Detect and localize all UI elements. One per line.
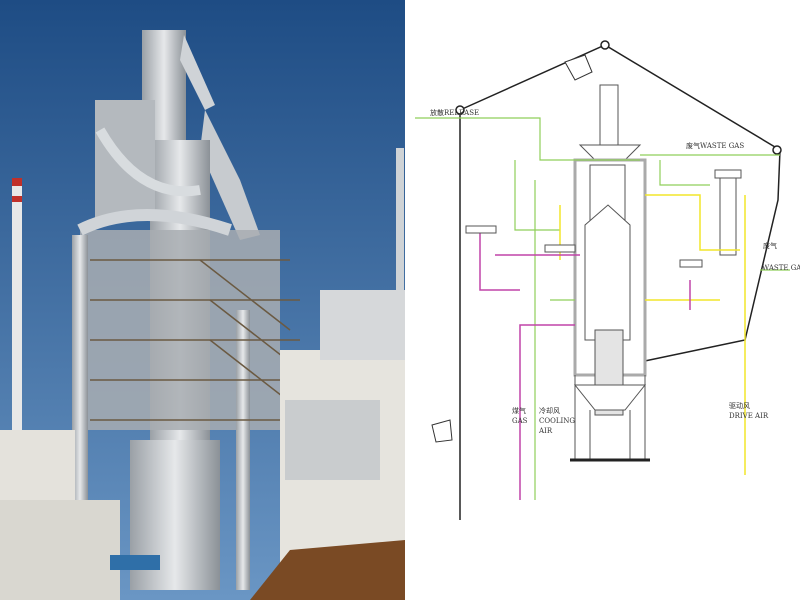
kiln-tower: [72, 30, 301, 590]
process-diagram: 放散RELEASE 废气WASTE GAS 废气 WASTE GAS 煤气 GA…: [405, 0, 800, 600]
buildings: [0, 290, 405, 600]
label-cooling-en1: COOLING: [539, 417, 575, 425]
label-cooling-en2: AIR: [538, 427, 553, 435]
label-drive-en: DRIVE AIR: [729, 412, 769, 420]
label-waste-gas-cn: 废气: [763, 241, 777, 250]
green-pipes: [415, 117, 790, 500]
chimney: [12, 148, 404, 438]
label-release: 放散RELEASE: [430, 108, 479, 117]
skip-bucket-top: [431, 54, 593, 443]
instrument-boxes: [465, 225, 703, 268]
label-waste-gas-en: WASTE GAS: [762, 264, 800, 272]
kiln-photo: [0, 0, 405, 600]
yellow-pipes: [559, 194, 746, 475]
label-cooling-cn: 冷却风: [539, 406, 560, 415]
label-gas-cn: 煤气: [512, 406, 526, 415]
label-waste-gas-top: 废气WASTE GAS: [686, 141, 744, 150]
kiln-body: [570, 84, 742, 462]
label-drive-cn: 驱动风: [729, 401, 750, 410]
label-gas-en: GAS: [512, 417, 528, 425]
magenta-pipes: [479, 230, 691, 500]
